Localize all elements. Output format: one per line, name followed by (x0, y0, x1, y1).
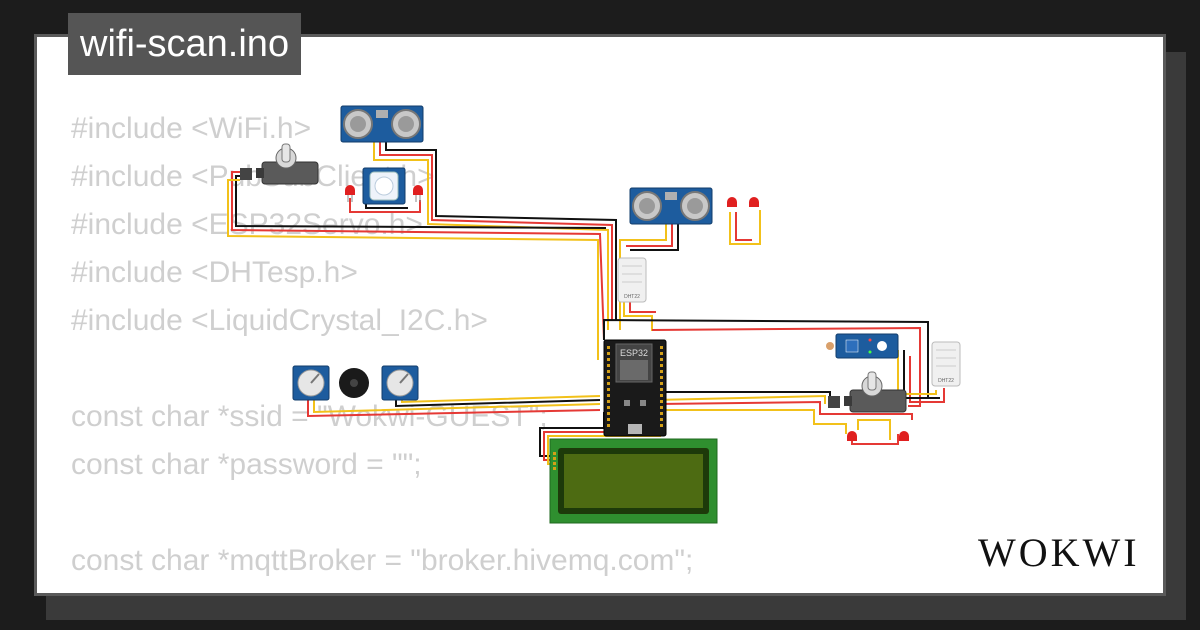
wire-red (909, 356, 945, 403)
wire-yellow (227, 179, 599, 360)
esp32-board-icon[interactable]: ESP32 (603, 339, 667, 437)
led-icon[interactable] (345, 185, 355, 202)
wire-red (657, 400, 913, 420)
wire-yellow (313, 398, 601, 414)
wokwi-logo: WOKWI (978, 530, 1140, 575)
wire-yellow (897, 350, 937, 395)
mcu-label: ESP32 (620, 348, 648, 358)
buzzer-icon[interactable] (339, 368, 369, 398)
led-icon[interactable] (413, 185, 423, 202)
servo-motor-icon[interactable] (240, 143, 319, 185)
brand-text: WOKWI (978, 530, 1140, 575)
wire-black (235, 175, 607, 229)
wire-red (651, 326, 921, 407)
wire-red (349, 198, 421, 213)
preview-card: #include <WiFi.h> #include <PubSubClient… (34, 34, 1166, 596)
wire-yellow (857, 419, 891, 440)
ultrasonic-sensor-icon[interactable] (340, 105, 424, 143)
wire-black (385, 140, 617, 320)
led-icon[interactable] (727, 197, 737, 207)
led-icon[interactable] (847, 431, 857, 441)
wire-black (661, 344, 831, 400)
code-line: const char *mqttBroker = "broker.hivemq.… (71, 544, 694, 577)
lcd-display-icon[interactable] (549, 438, 718, 524)
wire-black (395, 398, 601, 408)
wire-red (231, 171, 605, 341)
pir-sensor-icon[interactable] (362, 167, 406, 205)
potentiometer-icon[interactable] (292, 365, 330, 401)
ldr-module-icon[interactable] (826, 333, 899, 359)
dht22-sensor-icon[interactable]: DHT22 (931, 341, 961, 387)
wire-red (629, 302, 656, 313)
wire-red (851, 434, 899, 445)
wire-red (307, 398, 601, 418)
code-line: const int mqttPort = 1883; (71, 585, 693, 593)
potentiometer-icon[interactable] (381, 365, 419, 401)
wire-black (630, 224, 679, 251)
servo-motor-icon[interactable] (828, 371, 907, 413)
wire-yellow (654, 394, 826, 404)
code-line: #include <DHTesp.h> (71, 256, 358, 289)
dht-label: DHT22 (938, 378, 954, 384)
wires (227, 140, 945, 465)
led-icon[interactable] (899, 431, 909, 441)
code-line: #include <WiFi.h> (71, 112, 312, 145)
code-line: #include <LiquidCrystal_I2C.h> (71, 304, 488, 337)
led-icon[interactable] (749, 197, 759, 207)
wire-yellow (373, 140, 609, 330)
wire-yellow (660, 409, 847, 434)
wire-red (626, 224, 673, 247)
ultrasonic-sensor-icon[interactable] (629, 187, 713, 225)
code-line: const char *password = ""; (71, 448, 422, 481)
dht22-sensor-icon[interactable]: DHT22 (617, 257, 647, 303)
wire-red (379, 140, 613, 320)
wire-red (735, 212, 752, 241)
wire-yellow (729, 210, 761, 245)
project-title[interactable]: wifi-scan.ino (68, 13, 302, 75)
dht-label: DHT22 (624, 294, 640, 300)
